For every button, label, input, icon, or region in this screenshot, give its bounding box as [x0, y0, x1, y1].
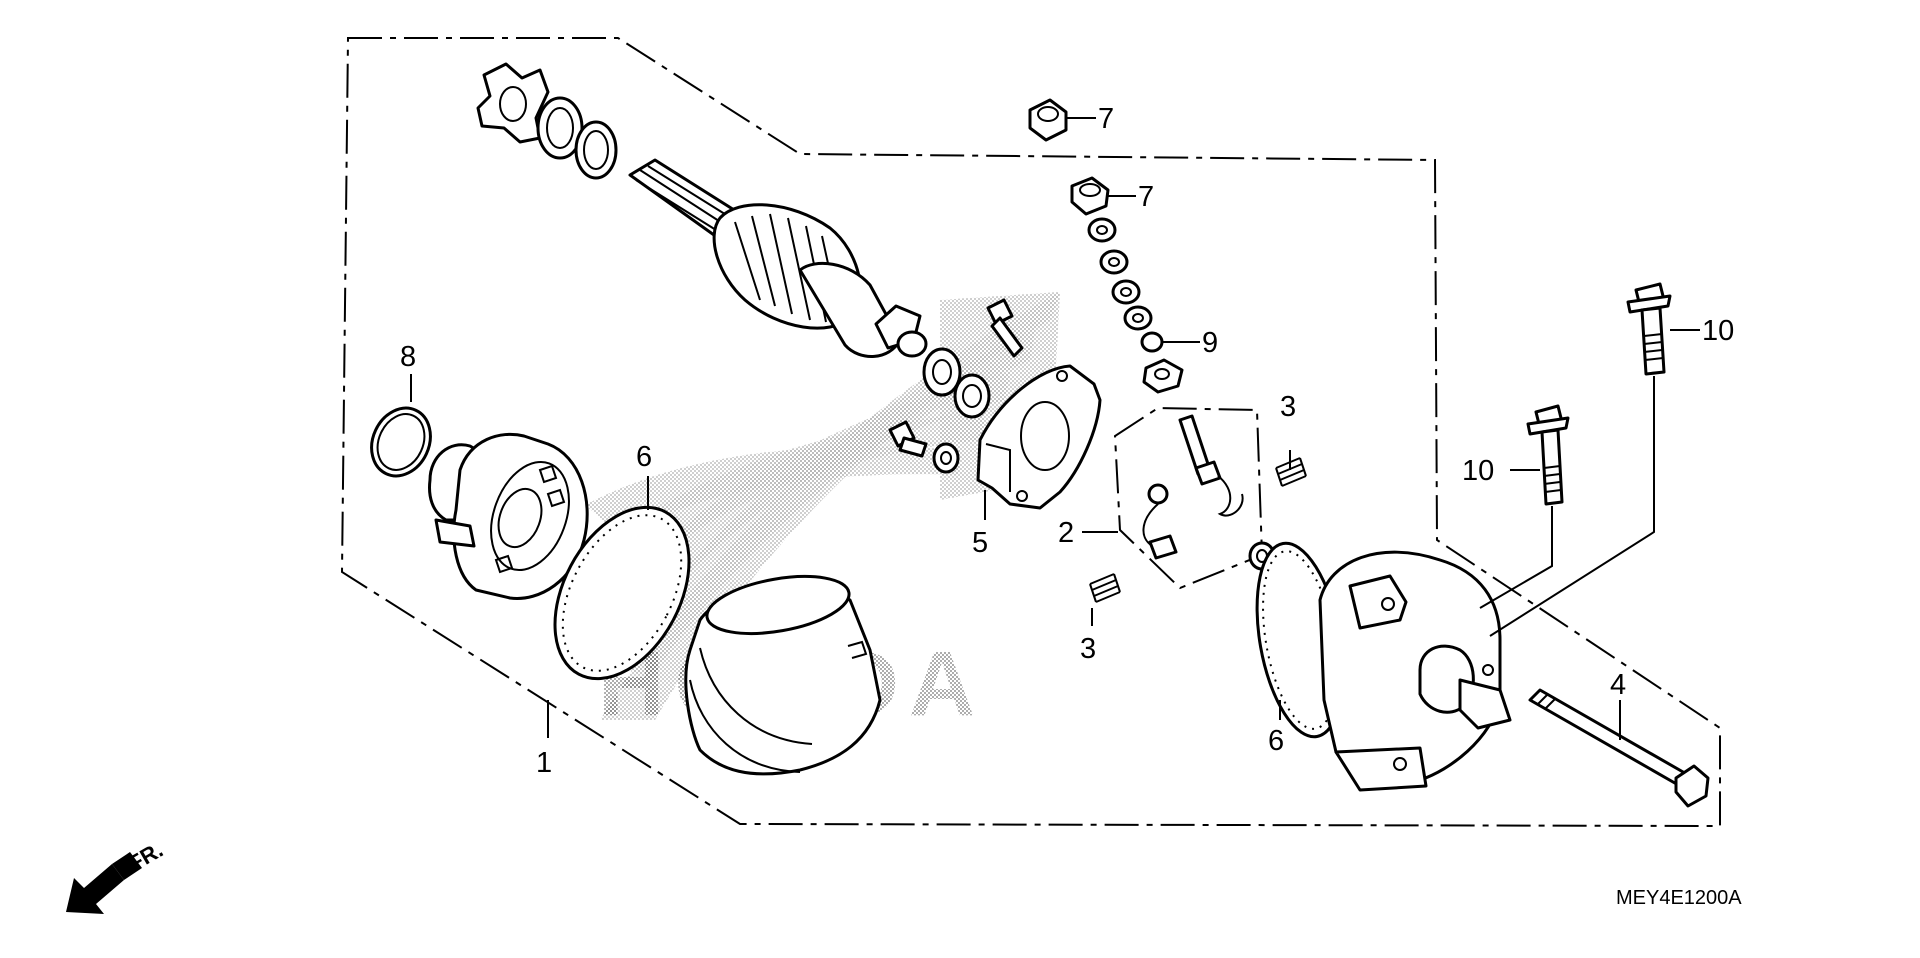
callout-7a: 7 [1098, 103, 1114, 135]
brush-lower [1142, 483, 1178, 560]
nut-top [1028, 98, 1068, 142]
washer-b [953, 373, 991, 419]
starter-yoke [684, 575, 882, 776]
o-ring-small [1140, 331, 1164, 353]
armature [628, 158, 928, 358]
o-ring-8 [370, 406, 432, 478]
callout-9: 9 [1202, 327, 1218, 359]
flange-bolt-lower [1526, 404, 1570, 506]
washer-a [922, 347, 962, 397]
callout-3b: 3 [1080, 633, 1096, 665]
callout-7b: 7 [1138, 181, 1154, 213]
brush-spring-left [1089, 573, 1121, 603]
brush-holder [976, 364, 1102, 510]
callout-6a: 6 [636, 441, 652, 473]
callout-6b: 6 [1268, 725, 1284, 757]
front-cover [428, 432, 589, 600]
callout-8: 8 [400, 341, 416, 373]
drawing-code: MEY4E1200A [1616, 887, 1742, 909]
terminal-bolt [1178, 414, 1244, 517]
small-washer [932, 442, 960, 474]
long-bolt [1528, 688, 1710, 808]
callout-3a: 3 [1280, 391, 1296, 423]
front-direction-arrow-icon [66, 852, 142, 914]
leader-10a [1489, 329, 1700, 637]
rear-cover [1318, 550, 1512, 792]
column-washer-1 [1087, 217, 1117, 243]
thrust-shim-1 [536, 96, 584, 160]
small-screw-lower [888, 420, 928, 458]
insulator-block [1142, 358, 1184, 394]
callout-1: 1 [536, 747, 552, 779]
thrust-shim-2 [574, 120, 618, 180]
callout-5: 5 [972, 527, 988, 559]
flange-bolt-upper [1626, 282, 1672, 376]
callout-4: 4 [1610, 669, 1626, 701]
callout-10b: 10 [1462, 455, 1494, 487]
assembly-outline-main [340, 37, 1721, 828]
column-washer-2 [1099, 249, 1129, 275]
callout-10a: 10 [1702, 315, 1734, 347]
nut-column-top [1070, 176, 1110, 216]
column-washer-4 [1123, 305, 1153, 331]
leader-10b [1479, 469, 1553, 609]
callout-2: 2 [1058, 517, 1074, 549]
small-screw-upper [986, 298, 1024, 358]
gasket-left [553, 505, 691, 681]
column-washer-3 [1111, 279, 1141, 305]
